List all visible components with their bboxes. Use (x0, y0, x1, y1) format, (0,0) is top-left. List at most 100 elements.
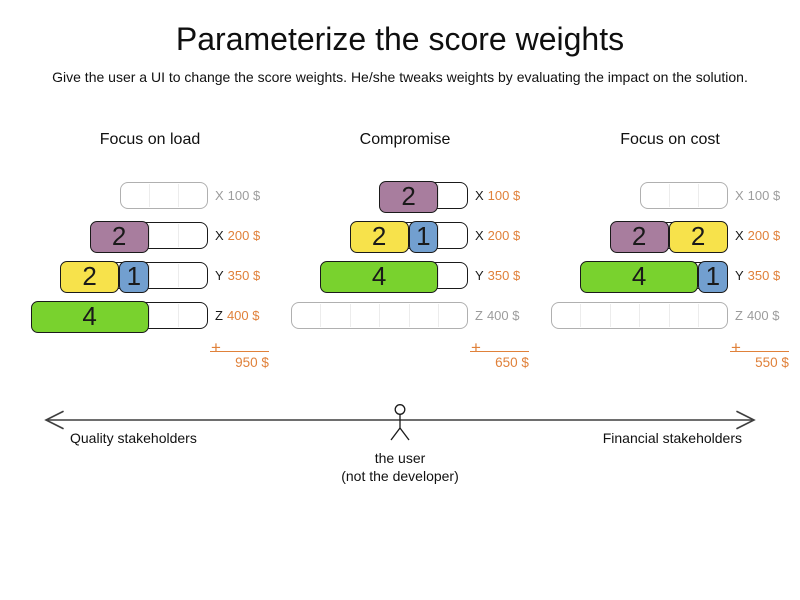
axis-label-quality: Quality stakeholders (70, 430, 197, 446)
computer-cost: 100 $ (227, 188, 261, 203)
cell-divider (668, 184, 670, 207)
cell-divider (609, 304, 611, 327)
computer-name: X (475, 228, 484, 243)
cell-divider (148, 304, 150, 327)
computer-cost: 400 $ (226, 308, 260, 323)
computer-name: Y (215, 268, 224, 283)
page-title: Parameterize the score weights (175, 21, 625, 57)
sum-line (730, 351, 789, 352)
cell-divider (379, 304, 381, 327)
cell-divider (178, 264, 180, 287)
process-block-green: 4 (580, 260, 699, 293)
computer-capacity-bar (291, 302, 468, 329)
sum-line (210, 351, 269, 352)
cell-divider (580, 304, 582, 327)
sum-line (470, 351, 529, 352)
process-block-green: 4 (30, 300, 149, 333)
sum-plus-sign: + (471, 338, 481, 357)
process-block-yellow: 2 (349, 220, 409, 253)
sum-plus-sign: + (211, 338, 221, 357)
cell-divider (320, 304, 322, 327)
computer-name: X (215, 188, 224, 203)
computer-name: X (735, 188, 744, 203)
computer-name: Z (735, 308, 743, 323)
scenario-title: Focus on cost (620, 131, 720, 148)
cell-divider (349, 304, 351, 327)
computer-cost: 350 $ (227, 268, 261, 283)
cell-divider (438, 264, 440, 287)
computer-name: X (215, 228, 224, 243)
cell-divider (148, 264, 150, 287)
computer-name: X (735, 228, 744, 243)
computer-capacity-bar: 2 (89, 220, 208, 253)
arrow-left-icon (44, 410, 64, 430)
scenario-total-cost: 550 $ (755, 355, 789, 370)
computer-capacity-bar: 4 (320, 260, 468, 293)
scenario-total-cost: 950 $ (235, 355, 269, 370)
sum-plus-sign: + (731, 338, 741, 357)
computer-cost: 200 $ (747, 228, 781, 243)
computer-name: Y (735, 268, 744, 283)
cell-divider (148, 184, 150, 207)
cell-divider (639, 304, 641, 327)
computer-cost: 350 $ (747, 268, 781, 283)
scenario-title: Focus on load (99, 131, 201, 148)
user-actor-icon (390, 404, 410, 441)
scenario-total-cost: 650 $ (495, 355, 529, 370)
computer-capacity-bar: 2 (379, 180, 468, 213)
arrow-right-icon (736, 410, 756, 430)
computer-cost: 200 $ (487, 228, 521, 243)
stakeholder-axis (44, 404, 756, 441)
cell-divider (178, 304, 180, 327)
process-block-yellow: 2 (60, 260, 120, 293)
cell-divider (438, 304, 440, 327)
process-block-yellow: 2 (668, 220, 728, 253)
cell-divider (148, 224, 150, 247)
axis-label-financial: Financial stakeholders (602, 430, 742, 446)
cell-divider (698, 184, 700, 207)
computer-cost: 100 $ (487, 188, 521, 203)
process-block-purple: 2 (89, 220, 149, 253)
process-block-blue: 1 (408, 220, 439, 253)
process-block-blue: 1 (698, 260, 728, 293)
computer-name: Z (215, 308, 223, 323)
user-label: the user (374, 450, 426, 466)
process-block-blue: 1 (119, 260, 149, 293)
cell-divider (698, 304, 700, 327)
process-block-purple: 2 (379, 180, 439, 213)
computer-cost: 350 $ (487, 268, 521, 283)
process-block-green: 4 (320, 260, 439, 293)
computer-cost: 400 $ (746, 308, 780, 323)
computer-capacity-bar: 4 (30, 300, 208, 333)
computer-cost: 400 $ (486, 308, 520, 323)
cell-divider (178, 184, 180, 207)
user-sublabel: (not the developer) (341, 468, 459, 484)
computer-cost: 200 $ (227, 228, 261, 243)
cell-divider (178, 224, 180, 247)
page-subtitle: Give the user a UI to change the score w… (52, 69, 748, 85)
process-block-purple: 2 (609, 220, 669, 253)
computer-name: Y (475, 268, 484, 283)
computer-capacity-bar (551, 302, 728, 329)
cell-divider (668, 304, 670, 327)
computer-name: Z (475, 308, 483, 323)
cell-divider (408, 304, 410, 327)
computer-capacity-bar (119, 182, 208, 209)
